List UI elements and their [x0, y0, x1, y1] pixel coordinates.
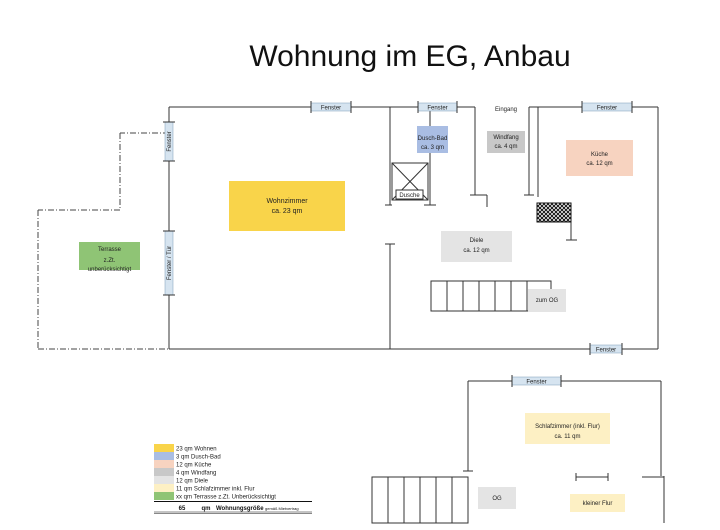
- stove-symbol: [536, 202, 572, 223]
- window-top-3: Fenster: [581, 101, 633, 113]
- legend-item: 12 qm Küche: [176, 463, 212, 469]
- zum-og-box: [528, 289, 566, 312]
- legend-swatch: [154, 476, 174, 484]
- legend-swatch: [154, 460, 174, 468]
- window-top-1: Fenster: [310, 101, 352, 113]
- window-og: Fenster: [511, 375, 562, 387]
- outer-walls: [168, 106, 659, 350]
- legend-item: 12 qm Diele: [176, 479, 209, 485]
- interior-walls: [385, 107, 577, 349]
- shower-symbol: [391, 162, 429, 201]
- eingang-label: Eingang: [495, 107, 517, 113]
- legend-item: 11 qm Schlafzimmer inkl. Flur: [176, 487, 255, 493]
- legend-total-note: gemäß Mietvertrag: [265, 506, 299, 511]
- diele-box: [441, 231, 512, 262]
- schlafzimmer-size: ca. 11 qm: [555, 434, 581, 440]
- duschbad-size: ca. 3 qm: [421, 145, 444, 151]
- legend-item: 23 qm Wohnen: [176, 447, 217, 453]
- legend-item: xx qm Terrasse z.Zt. Unberücksichtigt: [176, 495, 276, 501]
- window-top-2: Fenster: [417, 101, 458, 113]
- kleiner-flur-label: kleiner Flur: [583, 501, 613, 507]
- terrace-outline: [37, 132, 169, 350]
- legend-item: 4 qm Windfang: [176, 471, 216, 477]
- windfang-size: ca. 4 qm: [494, 144, 517, 150]
- dusche-label: Dusche: [399, 193, 420, 199]
- kueche-name: Küche: [591, 152, 609, 158]
- terrasse-box: [79, 242, 140, 270]
- schlafzimmer-box: [525, 413, 610, 444]
- page-title: Wohnung im EG, Anbau: [249, 40, 571, 73]
- window-label: Fenster: [597, 106, 617, 112]
- windfang-box: [487, 131, 525, 153]
- legend-swatch: [154, 492, 174, 500]
- diele-name: Diele: [470, 238, 484, 244]
- window-label: Fenster: [167, 131, 173, 151]
- terrasse-line2: z.Zt.: [104, 258, 116, 264]
- og-walls: [463, 380, 665, 523]
- window-door-label: Fenster / Tür: [167, 246, 173, 280]
- legend-swatch: [154, 468, 174, 476]
- legend-swatch: [154, 452, 174, 460]
- og-label: OG: [492, 496, 502, 502]
- kueche-box: [566, 140, 633, 176]
- legend-total-unit: qm: [202, 506, 211, 512]
- legend-swatch: [154, 484, 174, 492]
- wohnzimmer-box: [229, 181, 345, 231]
- window-bottom: Fenster: [589, 343, 623, 355]
- terrasse-line1: Terrasse: [98, 247, 122, 253]
- og-box: [478, 487, 516, 509]
- window-door-left: Fenster / Tür: [163, 230, 175, 296]
- legend-total-number: 65: [179, 506, 186, 512]
- window-left: Fenster: [163, 121, 175, 162]
- diele-size: ca. 12 qm: [463, 248, 489, 254]
- og-staircase: [371, 476, 469, 524]
- window-label: Fenster: [596, 348, 616, 354]
- legend-swatch: [154, 444, 174, 452]
- window-label: Fenster: [321, 106, 341, 112]
- legend-item: 3 qm Dusch-Bad: [176, 455, 221, 461]
- wohnzimmer-name: Wohnzimmer: [266, 198, 308, 205]
- wohnzimmer-size: ca. 23 qm: [272, 208, 303, 215]
- window-label: Fenster: [427, 106, 447, 112]
- duschbad-name: Dusch-Bad: [418, 136, 448, 142]
- legend: 23 qm Wohnen 3 qm Dusch-Bad 12 qm Küche …: [154, 444, 312, 514]
- window-label: Fenster: [526, 380, 546, 386]
- legend-total-label: Wohnungsgröße: [216, 506, 264, 512]
- windfang-name: Windfang: [493, 135, 518, 141]
- schlafzimmer-name: Schlafzimmer (inkl. Flur): [535, 424, 600, 430]
- terrasse-line3: unberücksichtigt: [88, 267, 132, 273]
- duschbad-box: [417, 126, 448, 153]
- zum-og-label: zum OG: [536, 298, 559, 304]
- kueche-size: ca. 12 qm: [586, 161, 612, 167]
- kleiner-flur-box: [570, 494, 625, 512]
